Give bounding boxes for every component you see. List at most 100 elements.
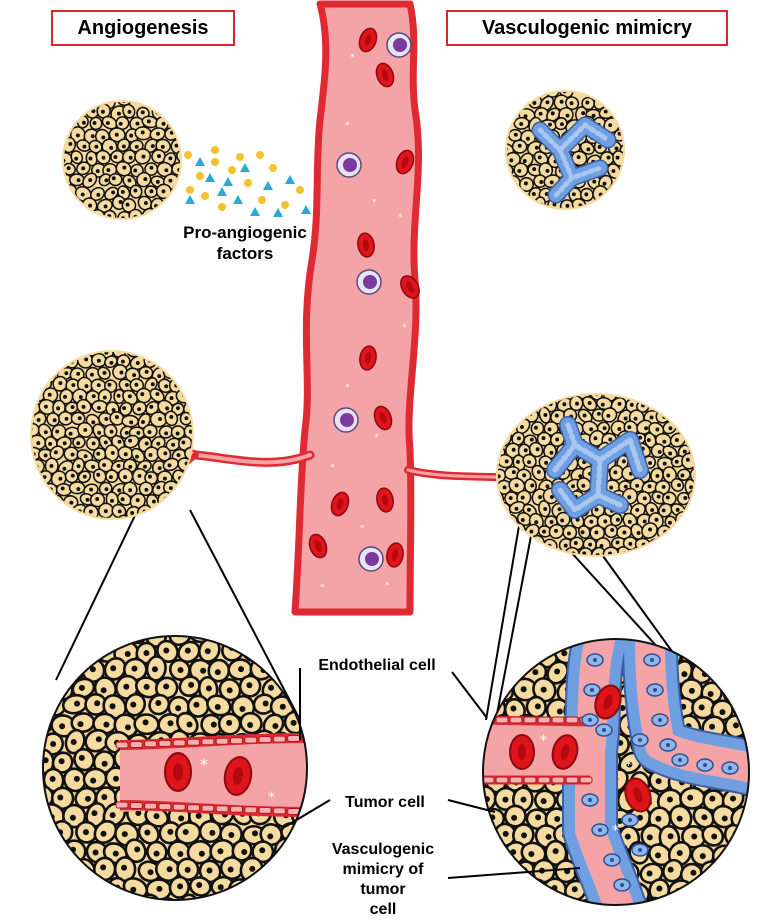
tumor-cell-nucleus	[681, 518, 686, 523]
tumor-cell-nucleus	[241, 848, 248, 855]
red-blood-cell	[551, 734, 579, 770]
tumor-cell-nucleus	[541, 436, 546, 441]
tumor-cell-nucleus	[228, 831, 235, 838]
tumor-cell-nucleus	[492, 460, 496, 464]
tumor-cell-nucleus	[250, 649, 257, 656]
tumor-cell-nucleus	[573, 541, 578, 545]
tumor-cell	[43, 728, 44, 755]
tumor-cell	[90, 601, 118, 628]
tumor-cell-nucleus	[708, 651, 715, 658]
tumor-cell-nucleus	[509, 670, 516, 677]
factor-triangle	[273, 208, 283, 217]
tumor-cell-nucleus	[161, 189, 166, 194]
tumor-cell-nucleus	[554, 668, 561, 675]
tumor-cell-nucleus	[585, 614, 591, 620]
tumor-cell-nucleus	[613, 470, 618, 475]
tumor-cell	[511, 896, 537, 905]
tumor-cell-nucleus	[50, 740, 57, 747]
tumor-cell	[720, 643, 746, 666]
tumor-cell-nucleus	[554, 528, 558, 533]
tumor-cell-nucleus	[101, 900, 107, 906]
tumor-cell-nucleus	[559, 99, 564, 104]
tumor-cell-nucleus	[28, 887, 34, 893]
tumor-cell-nucleus	[589, 519, 594, 524]
tumor-cell	[18, 765, 44, 793]
tumor-cell	[594, 607, 621, 631]
tumor-cell-nucleus	[166, 866, 173, 873]
endothelial-cell	[565, 716, 579, 724]
tumor-cell	[43, 859, 56, 882]
tumor-cell-nucleus	[676, 849, 683, 856]
tumor-cell-nucleus	[155, 392, 160, 397]
tumor-cell-nucleus	[676, 815, 683, 822]
tumor-cell-nucleus	[131, 665, 138, 672]
tumor-cell-nucleus	[528, 850, 535, 857]
tumor-cell-nucleus	[472, 705, 478, 711]
tumor-cell	[732, 661, 749, 687]
tumor-cell-nucleus	[611, 169, 616, 174]
tumor-cell-nucleus	[84, 795, 91, 802]
tumor-cell-nucleus	[104, 416, 109, 421]
tumor-cell-nucleus	[104, 487, 109, 492]
platelet: *	[320, 583, 325, 593]
platelet: *	[345, 121, 350, 131]
tumor-cell	[62, 875, 86, 900]
tumor-cell-nucleus	[206, 903, 212, 907]
tumor-cell	[483, 826, 495, 849]
tumor-cell-nucleus	[143, 177, 148, 182]
tumor-cell-nucleus	[700, 887, 707, 894]
tumor-cell-nucleus	[6, 668, 12, 674]
tumor-cell-nucleus	[130, 701, 137, 708]
tumor-cell-nucleus	[655, 427, 660, 432]
tumor-cell-nucleus	[123, 452, 128, 457]
tumor-cell-nucleus	[483, 833, 484, 840]
tumor-cell	[82, 636, 107, 645]
tumor-cell-nucleus	[596, 411, 601, 416]
tumor-cell-nucleus	[591, 113, 596, 118]
tumor-cell-nucleus	[666, 473, 671, 478]
tumor-cell-nucleus	[755, 724, 761, 730]
tumor-cell-nucleus	[517, 436, 521, 441]
tumor-cell-nucleus	[544, 460, 549, 465]
tumor-cell-nucleus	[635, 507, 640, 512]
tumor-cell	[693, 876, 715, 903]
tumor-cell-nucleus	[124, 651, 131, 658]
tumor-cell-nucleus	[542, 613, 548, 619]
factors-label-line2: factors	[216, 244, 274, 263]
tumor-cell-nucleus	[288, 864, 295, 871]
tumor-cell-nucleus	[247, 722, 254, 729]
tumor-cell-nucleus	[124, 724, 131, 731]
tumor-cell	[483, 859, 497, 885]
tumor-cell	[110, 602, 140, 631]
tumor-cell-nucleus	[540, 686, 547, 693]
tumor-cell-nucleus	[545, 168, 550, 173]
tumor-cell	[248, 876, 273, 899]
tumor-cell-nucleus	[211, 613, 217, 619]
tumor-cell-nucleus	[136, 430, 141, 435]
endothelial-cell	[287, 735, 301, 743]
tumor-cell-nucleus	[688, 687, 695, 694]
tumor-cell-nucleus	[92, 849, 99, 856]
tumor-cell-nucleus	[593, 436, 598, 441]
tumor-cell	[449, 676, 479, 704]
factor-triangle	[205, 173, 215, 182]
tumor-cell-nucleus	[517, 169, 522, 173]
tumor-cell	[9, 603, 34, 629]
tumor-cell-nucleus	[90, 629, 96, 635]
platelet: *	[345, 383, 350, 393]
tumor-cell-nucleus	[523, 181, 528, 186]
tumor-cell	[6, 710, 35, 739]
tumor-cell-nucleus	[272, 723, 279, 730]
tumor-cell-nucleus	[149, 189, 154, 194]
tumor-cell-nucleus	[95, 169, 100, 174]
tumor-cell-nucleus	[164, 903, 170, 907]
tumor-cell	[239, 895, 262, 900]
tumor-cell-nucleus	[754, 761, 760, 767]
tumor-cell-nucleus	[88, 509, 93, 514]
platelet: *	[398, 213, 403, 223]
tumor-cell-nucleus	[109, 703, 116, 710]
tumor-cell-nucleus	[91, 420, 96, 425]
tumor-cell-nucleus	[47, 392, 52, 397]
tumor-cell	[231, 636, 255, 643]
red-blood-cell	[395, 149, 415, 175]
